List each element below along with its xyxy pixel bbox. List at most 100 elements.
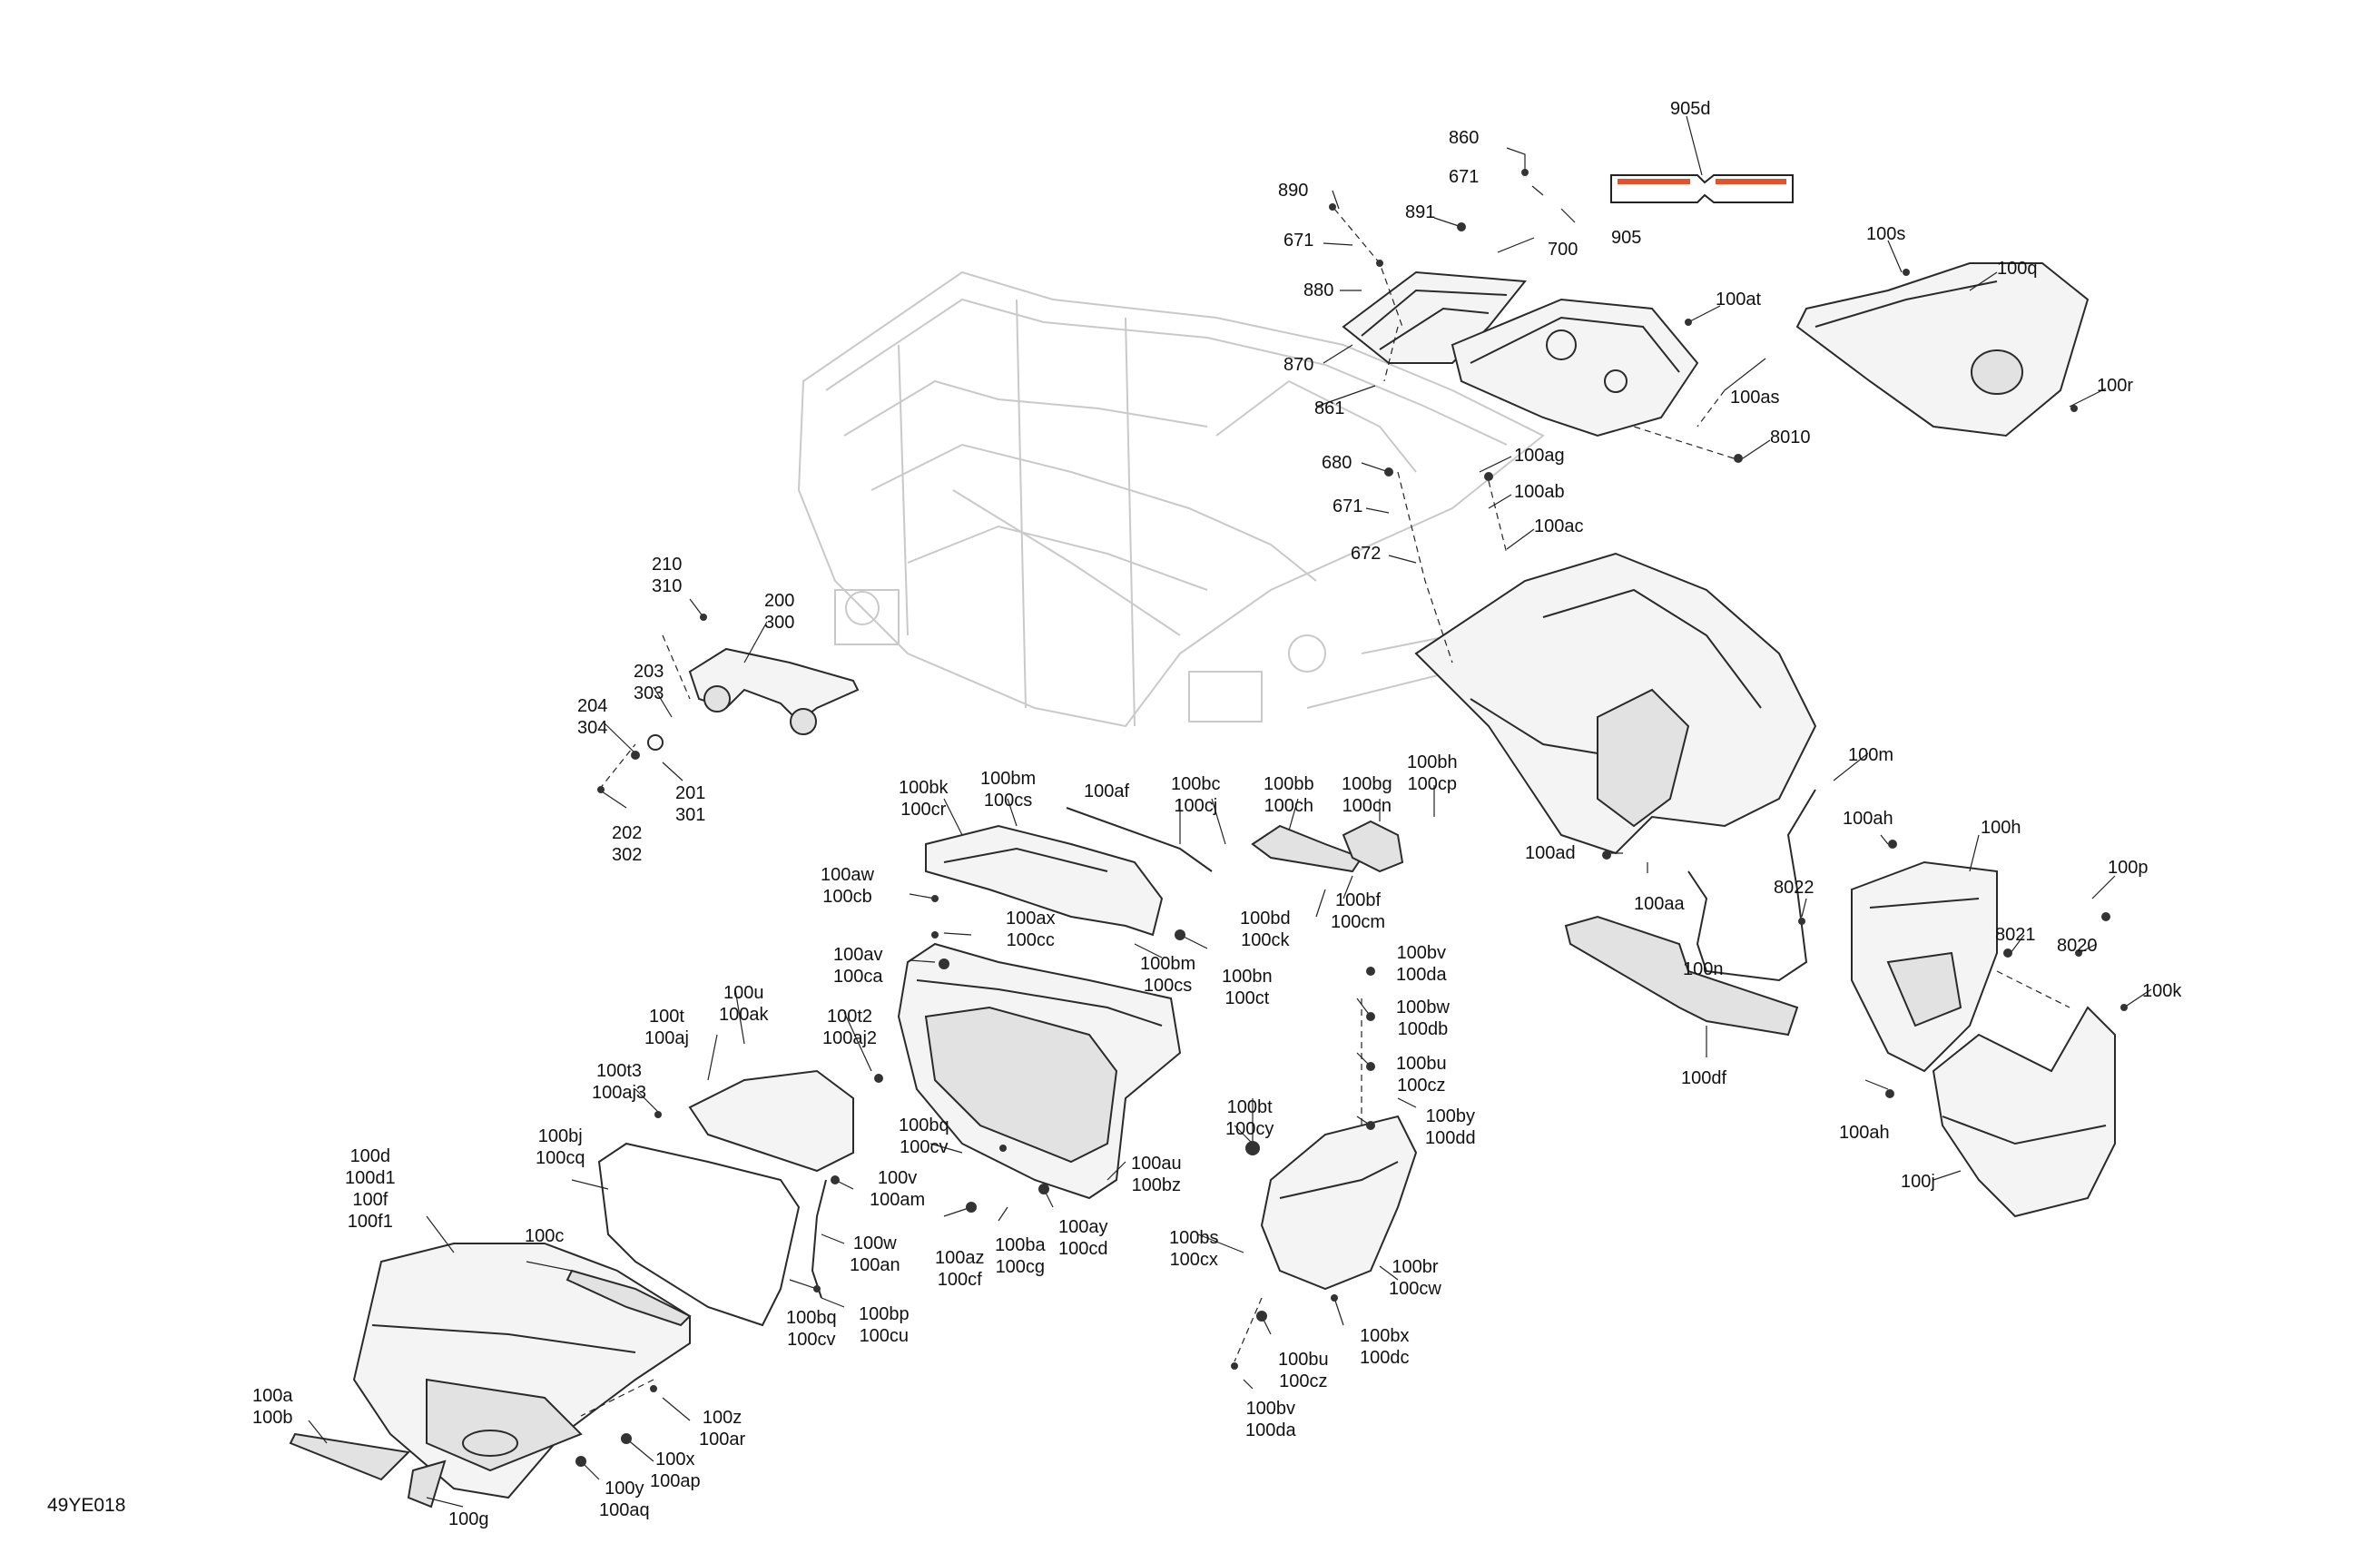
callout-100df: 100df bbox=[1681, 1068, 1727, 1088]
callout-861: 861 bbox=[1314, 398, 1345, 418]
callout-700: 700 bbox=[1548, 240, 1578, 260]
callout-100j: 100j bbox=[1901, 1172, 1935, 1192]
rear-fender-structure-100aa bbox=[1414, 552, 1817, 855]
callout-671: 671 bbox=[1449, 167, 1480, 187]
callout-671: 671 bbox=[1333, 496, 1363, 516]
assembly-dashed-lines bbox=[580, 208, 2070, 1417]
callout-905d: 905d bbox=[1670, 99, 1711, 119]
wire-harness-100m-100n bbox=[1687, 789, 1816, 982]
rod-100af bbox=[1066, 807, 1213, 872]
lower-panel-100j bbox=[1932, 1006, 2116, 1218]
saddlebag-lid-100d bbox=[352, 1243, 691, 1499]
callout-100af: 100af bbox=[1084, 781, 1130, 801]
cable-100w bbox=[811, 1179, 827, 1299]
side-panel-100br bbox=[1260, 1115, 1418, 1291]
callout-100ab: 100ab bbox=[1514, 482, 1565, 502]
seal-gasket-100bj bbox=[597, 1142, 801, 1327]
callout-100q: 100q bbox=[1997, 259, 2038, 279]
trim-strip-100c bbox=[565, 1269, 692, 1327]
callout-100h: 100h bbox=[1981, 818, 2021, 838]
callout-880: 880 bbox=[1303, 280, 1334, 300]
callout-905: 905 bbox=[1611, 228, 1642, 248]
rear-panel-100h bbox=[1851, 860, 1998, 1073]
callout-860: 860 bbox=[1449, 128, 1480, 148]
tray-100df bbox=[1564, 915, 1799, 1037]
seat-trim-100bk bbox=[925, 824, 1164, 937]
top-cover-100q bbox=[1795, 262, 2090, 437]
callout-8010: 8010 bbox=[1770, 428, 1811, 447]
callout-100r: 100r bbox=[2097, 376, 2134, 396]
callout-100ac: 100ac bbox=[1534, 516, 1584, 536]
callout-100p: 100p bbox=[2108, 858, 2149, 878]
callout-100g: 100g bbox=[448, 1509, 489, 1529]
callout-100at: 100at bbox=[1716, 290, 1762, 310]
callout-8021: 8021 bbox=[1995, 925, 2036, 945]
lens-100g bbox=[407, 1459, 447, 1509]
callout-671: 671 bbox=[1283, 231, 1314, 251]
inner-cover-100t bbox=[688, 1069, 854, 1173]
grab-handle-200 bbox=[647, 647, 860, 751]
callout-100ad: 100ad bbox=[1525, 843, 1576, 863]
saddlebag-body-100au bbox=[897, 942, 1182, 1200]
callout-891: 891 bbox=[1405, 202, 1436, 222]
callout-8022: 8022 bbox=[1774, 878, 1815, 898]
callout-672: 672 bbox=[1351, 544, 1382, 564]
callout-100k: 100k bbox=[2142, 981, 2182, 1001]
rack-mount-100as bbox=[1451, 298, 1699, 437]
callout-100as: 100as bbox=[1730, 388, 1780, 408]
vehicle-frame-outline bbox=[797, 270, 1580, 728]
trim-100a bbox=[289, 1432, 411, 1481]
callout-100c: 100c bbox=[525, 1226, 565, 1246]
callout-100ah: 100ah bbox=[1839, 1123, 1890, 1143]
callout-8020: 8020 bbox=[2057, 936, 2098, 956]
callout-890: 890 bbox=[1278, 181, 1309, 201]
callout-100n: 100n bbox=[1683, 959, 1724, 979]
clip-100bg bbox=[1342, 820, 1404, 873]
callout-100ag: 100ag bbox=[1514, 446, 1565, 466]
callout-100ah: 100ah bbox=[1843, 809, 1893, 829]
callout-680: 680 bbox=[1322, 453, 1352, 473]
callout-870: 870 bbox=[1283, 355, 1314, 375]
callout-100m: 100m bbox=[1848, 745, 1894, 765]
bracket-100bb bbox=[1251, 824, 1363, 873]
fasteners bbox=[575, 169, 2128, 1467]
